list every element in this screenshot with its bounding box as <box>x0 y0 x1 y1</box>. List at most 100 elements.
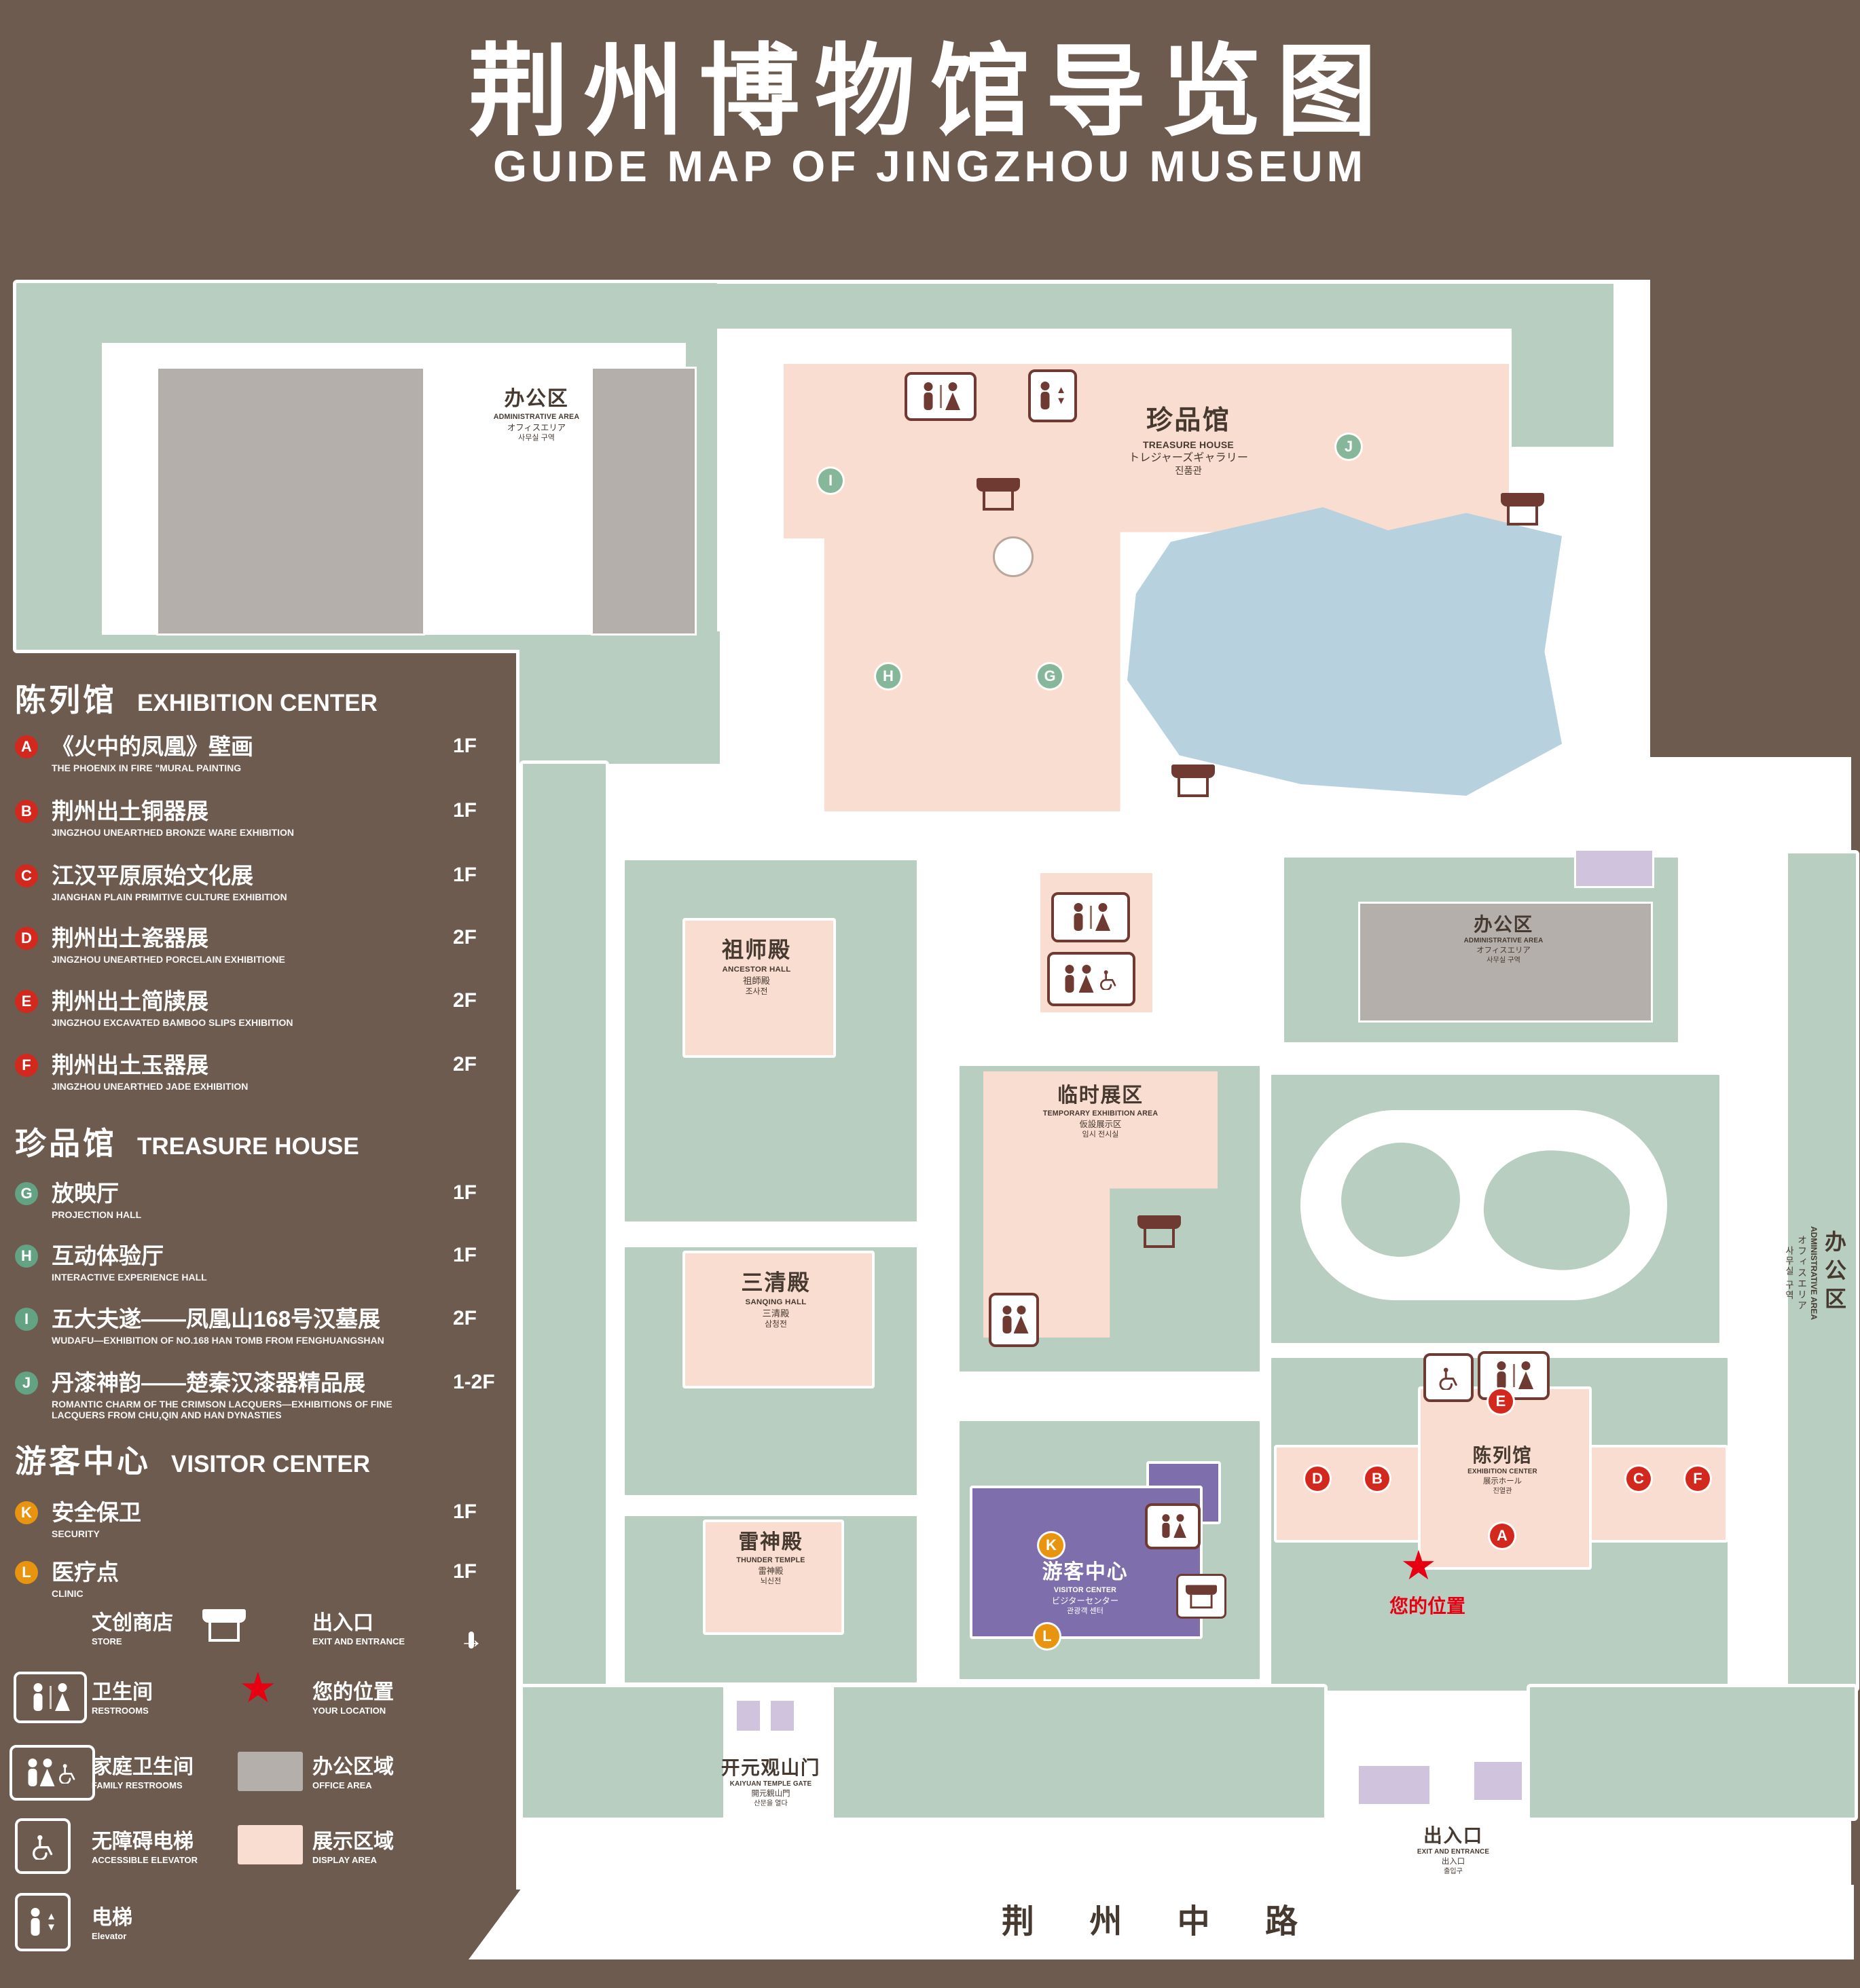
symbol-en: OFFICE AREA <box>312 1780 372 1790</box>
right-admin-building <box>1358 902 1653 1023</box>
man-figure-icon <box>1161 1514 1170 1539</box>
road: 荆 州 中 路 <box>469 1885 1854 1959</box>
exhibition-east-wing <box>1584 1445 1728 1543</box>
label-ko: 뇌신전 <box>760 1577 782 1585</box>
your-location-star-icon: ★ <box>239 1665 277 1712</box>
item-floor: 1F <box>453 735 477 757</box>
label-ja: オフィスエリア <box>1797 1235 1808 1311</box>
legend-item-D: D 荆州出土瓷器展 JINGZHOU UNEARTHED PORCELAIN EX… <box>15 925 511 965</box>
item-floor: 1-2F <box>453 1371 495 1393</box>
item-floor: 2F <box>453 1307 477 1329</box>
symbol-family-restrooms: 家庭卫生间 FAMILY RESTROOMS <box>92 1754 194 1791</box>
page-title: 荆州博物馆导览图 <box>468 36 1392 148</box>
symbol-zh: 办公区域 <box>312 1756 394 1778</box>
label-en: EXIT AND ENTRANCE <box>1609 811 1693 820</box>
symbol-your-location: 您的位置 YOUR LOCATION <box>312 1680 394 1716</box>
symbol-accessible-elevator: 无障碍电梯 ACCESSIBLE ELEVATOR <box>92 1829 198 1866</box>
label-ko: 사무실 구역 <box>1487 957 1520 965</box>
marker-badge-F: F <box>15 1054 38 1077</box>
item-caption: WUDAFU—EXHIBITION OF NO.168 HAN TOMB FRO… <box>52 1334 384 1346</box>
label-en: ADMINISTRATIVE AREA <box>1463 937 1544 945</box>
west-lawn-strip <box>519 760 609 1691</box>
label-zh: 三清殿 <box>741 1270 811 1295</box>
label-zh: 办公区 <box>1822 1230 1846 1316</box>
label-en: EXIT AND ENTRANCE <box>1417 1848 1490 1856</box>
item-title: 丹漆神韵——楚秦汉漆器精品展 <box>52 1370 365 1395</box>
item-title: 荆州出土简牍展 <box>52 989 208 1014</box>
map-marker-D: D <box>1305 1467 1330 1491</box>
label-zh: 珍品馆 <box>1146 406 1231 435</box>
symbol-en: YOUR LOCATION <box>312 1705 386 1716</box>
item-title: 江汉平原原始文化展 <box>52 863 253 888</box>
heading-zh: 陈列馆 <box>15 682 117 718</box>
man-figure-icon <box>29 1908 41 1936</box>
label-en: ADMINISTRATIVE AREA <box>1809 1226 1819 1320</box>
label-ko: 진열관 <box>1493 1488 1512 1496</box>
your-location-label: 您的位置 <box>1389 1596 1465 1617</box>
label-ko: 관광객 센터 <box>1067 1606 1104 1615</box>
symbol-zh: 您的位置 <box>312 1681 394 1704</box>
symbol-en: RESTROOMS <box>92 1705 149 1716</box>
marker-badge-J: J <box>15 1372 38 1395</box>
item-floor: 1F <box>453 1501 477 1523</box>
wheelchair-icon <box>1439 1367 1457 1390</box>
symbol-en: ACCESSIBLE ELEVATOR <box>92 1854 198 1865</box>
symbol-en: STORE <box>92 1636 122 1646</box>
item-title: 五大夫遂——凤凰山168号汉墓展 <box>52 1306 381 1331</box>
label-ja: 三清殿 <box>762 1308 790 1319</box>
label-zh: 办公区 <box>1474 914 1533 935</box>
restroom-icon <box>905 372 977 421</box>
treasure-house-label: 珍品馆 TREASURE HOUSE トレジャーズギャラリー 진품관 <box>1056 403 1321 478</box>
symbol-zh: 家庭卫生间 <box>92 1756 194 1778</box>
label-ko: 사무실 구역 <box>1784 1245 1794 1301</box>
item-caption: PROJECTION HALL <box>52 1209 142 1220</box>
elevator-icon: ▲▼ <box>1028 369 1077 422</box>
label-zh: 游客中心 <box>1042 1561 1129 1583</box>
restroom-icon <box>1051 892 1130 942</box>
exhibition-center-label: 陈列馆 EXHIBITION CENTER 展示ホール 진열관 <box>1419 1443 1586 1496</box>
store-icon <box>1501 490 1545 527</box>
man-figure-icon <box>1073 903 1084 932</box>
item-caption: JINGZHOU UNEARTHED PORCELAIN EXHIBITIONE <box>52 953 285 965</box>
family-restroom-icon <box>10 1745 95 1801</box>
south-lawn-1 <box>519 1684 727 1821</box>
item-title: 荆州出土瓷器展 <box>52 925 208 951</box>
label-en: TREASURE HOUSE <box>1142 439 1234 450</box>
item-floor: 1F <box>453 1560 477 1583</box>
symbol-elevator: 电梯 Elevator <box>92 1905 132 1942</box>
marker-badge-E: E <box>15 990 38 1013</box>
item-title: 医疗点 <box>52 1560 119 1585</box>
item-floor: 2F <box>453 989 477 1012</box>
map-marker-K: K <box>1039 1533 1063 1558</box>
marker-badge-D: D <box>15 927 38 950</box>
map-marker-G: G <box>1038 664 1062 688</box>
section-heading-exhibition-center: 陈列馆 EXHIBITION CENTER <box>15 676 378 720</box>
north-east-exit: → 出入口 EXIT AND ENTRANCE 出入口 출입구 <box>1527 782 1722 844</box>
symbol-zh: 电梯 <box>92 1907 132 1929</box>
symbol-en: EXIT AND ENTRANCE <box>312 1636 405 1646</box>
label-ko: 조사전 <box>745 987 768 997</box>
entrance-pad <box>1357 1764 1432 1806</box>
temporary-area-label: 临时展区 TEMPORARY EXHIBITION AREA 仮設展示区 임시 … <box>983 1082 1218 1139</box>
label-en: TEMPORARY EXHIBITION AREA <box>1042 1109 1159 1118</box>
label-ja: ビジターセンター <box>1051 1596 1119 1606</box>
store-icon <box>1171 762 1215 798</box>
south-exit-label: 出入口 EXIT AND ENTRANCE 出入口 출입구 <box>1372 1824 1535 1877</box>
entrance-pad <box>1472 1760 1524 1802</box>
item-title: 安全保卫 <box>52 1500 141 1525</box>
symbol-en: Elevator <box>92 1930 127 1941</box>
woman-figure-icon <box>1015 1306 1027 1334</box>
east-admin-strip-lawn <box>1785 850 1859 1692</box>
south-lawn-3 <box>1527 1684 1858 1821</box>
symbol-restrooms: 卫生间 RESTROOMS <box>92 1680 153 1716</box>
item-caption: JINGZHOU UNEARTHED JADE EXHIBITION <box>52 1080 249 1092</box>
label-en: EXHIBITION CENTER <box>1467 1468 1537 1476</box>
item-floor: 1F <box>453 799 477 822</box>
map-marker-J: J <box>1336 435 1361 459</box>
item-floor: 1F <box>453 1181 477 1204</box>
label-ja: オフィスエリア <box>1476 946 1531 955</box>
label-ja: オフィスエリア <box>507 422 566 432</box>
